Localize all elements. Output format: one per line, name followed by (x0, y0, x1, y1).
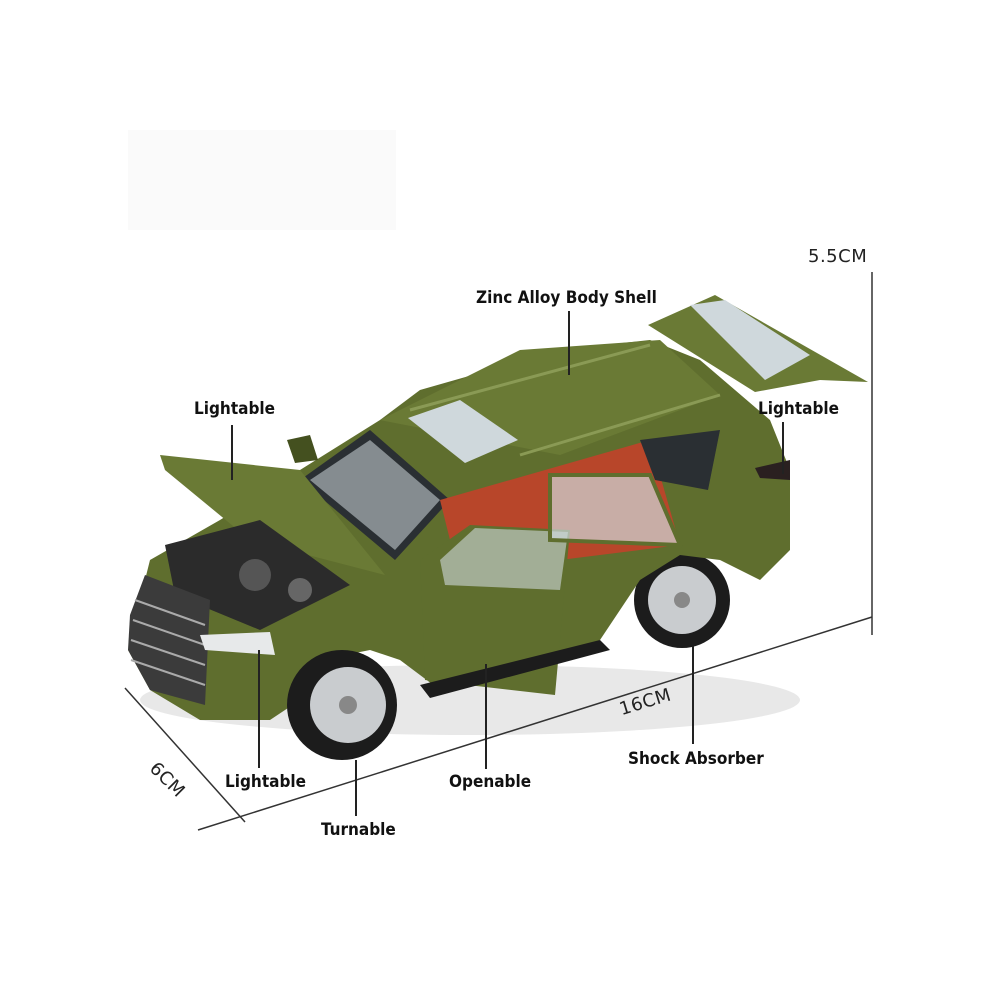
dimension-height: 5.5CM (808, 246, 868, 267)
side-mirror (287, 435, 318, 463)
leader-shock (692, 646, 694, 744)
front-wheel (287, 650, 397, 760)
leader-lightable-left (231, 425, 233, 480)
label-turnable: Turnable (321, 820, 396, 840)
faded-background-patch (128, 130, 396, 230)
roof-rail (409, 343, 651, 412)
leader-turnable (355, 760, 357, 816)
rear-wheel (634, 552, 730, 648)
tailgate-window (690, 300, 810, 380)
front-door-window (440, 528, 568, 590)
tail-light (755, 460, 790, 480)
headlight (200, 632, 275, 655)
leader-lightable-right (782, 422, 784, 474)
width-dimension-line (124, 687, 246, 823)
engine-part (288, 578, 312, 602)
leader-openable (485, 664, 487, 769)
label-lightable-bottom: Lightable (225, 772, 307, 792)
windshield-glass (310, 440, 440, 550)
engine-part (239, 559, 271, 591)
rear-window (640, 430, 720, 490)
label-shock-absorber: Shock Absorber (628, 749, 764, 769)
label-zinc-alloy: Zinc Alloy Body Shell (476, 288, 657, 308)
open-hood (160, 455, 385, 575)
open-rear-door (550, 475, 680, 545)
roof-rail (519, 393, 721, 457)
length-dimension-line (197, 616, 873, 831)
sunroof (408, 400, 518, 463)
label-openable: Openable (449, 772, 532, 792)
leader-zinc (568, 311, 570, 375)
label-lightable-left: Lightable (194, 399, 276, 419)
leader-lightable-bottom (258, 650, 260, 768)
label-lightable-right: Lightable (758, 399, 840, 419)
side-step (420, 640, 610, 698)
front-grille (128, 575, 210, 705)
